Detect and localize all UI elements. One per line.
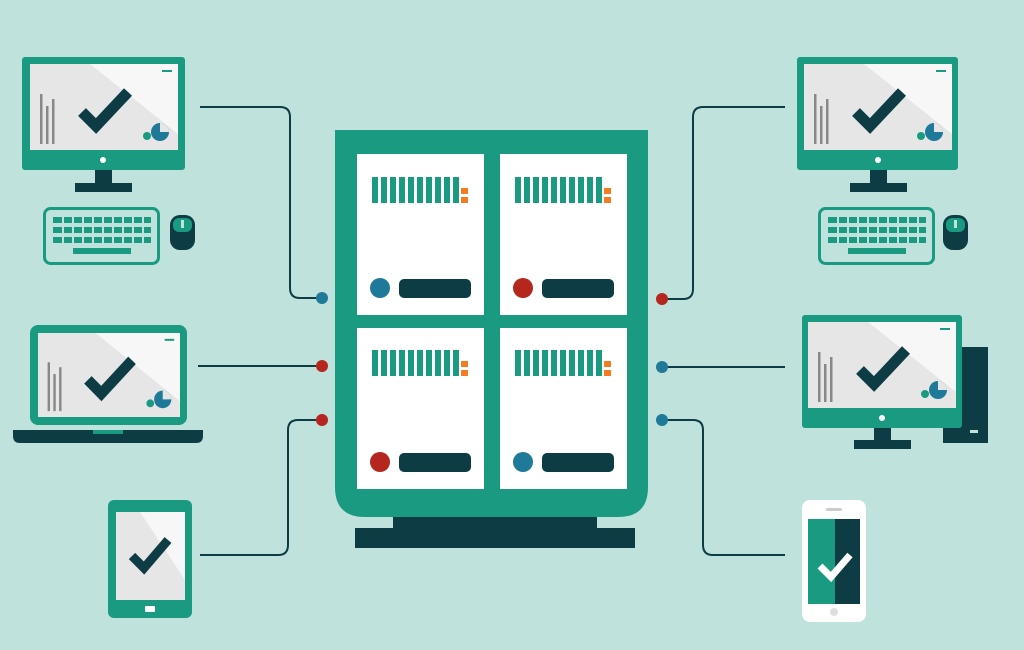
line-left-tablet [200, 419, 322, 556]
line-right-desktop [662, 106, 785, 300]
connection-ports [316, 292, 668, 426]
line-left-desktop [200, 106, 322, 299]
status-light-red [370, 452, 390, 472]
port-left-tablet [316, 414, 328, 426]
port-right-desktop [656, 293, 668, 305]
laptop-computer [13, 325, 203, 443]
server-base [355, 528, 635, 548]
desktop-tower-computer [802, 315, 988, 449]
line-right-phone [662, 419, 785, 556]
status-light-blue [370, 278, 390, 298]
desktop-computer-right [797, 57, 968, 265]
server-rack [335, 130, 648, 548]
server-panel [357, 154, 484, 315]
mouse-icon [943, 215, 968, 250]
server-panel [500, 154, 627, 315]
server-panel [500, 328, 627, 489]
keyboard-icon [818, 207, 935, 265]
port-left-desktop [316, 292, 328, 304]
desktop-computer-left [22, 57, 195, 265]
connection-lines [198, 106, 785, 556]
monitor-screen [30, 64, 178, 150]
tablet-device [108, 500, 192, 618]
mouse-icon [170, 215, 195, 250]
keyboard-icon [43, 207, 160, 265]
checkmark-icon [817, 552, 853, 583]
port-left-laptop [316, 360, 328, 372]
server-panel [357, 328, 484, 489]
status-light-blue [513, 452, 533, 472]
port-right-phone [656, 414, 668, 426]
smartphone-device [802, 500, 866, 622]
port-right-tower [656, 361, 668, 373]
checkmark-icon [128, 537, 172, 575]
status-light-red [513, 278, 533, 298]
